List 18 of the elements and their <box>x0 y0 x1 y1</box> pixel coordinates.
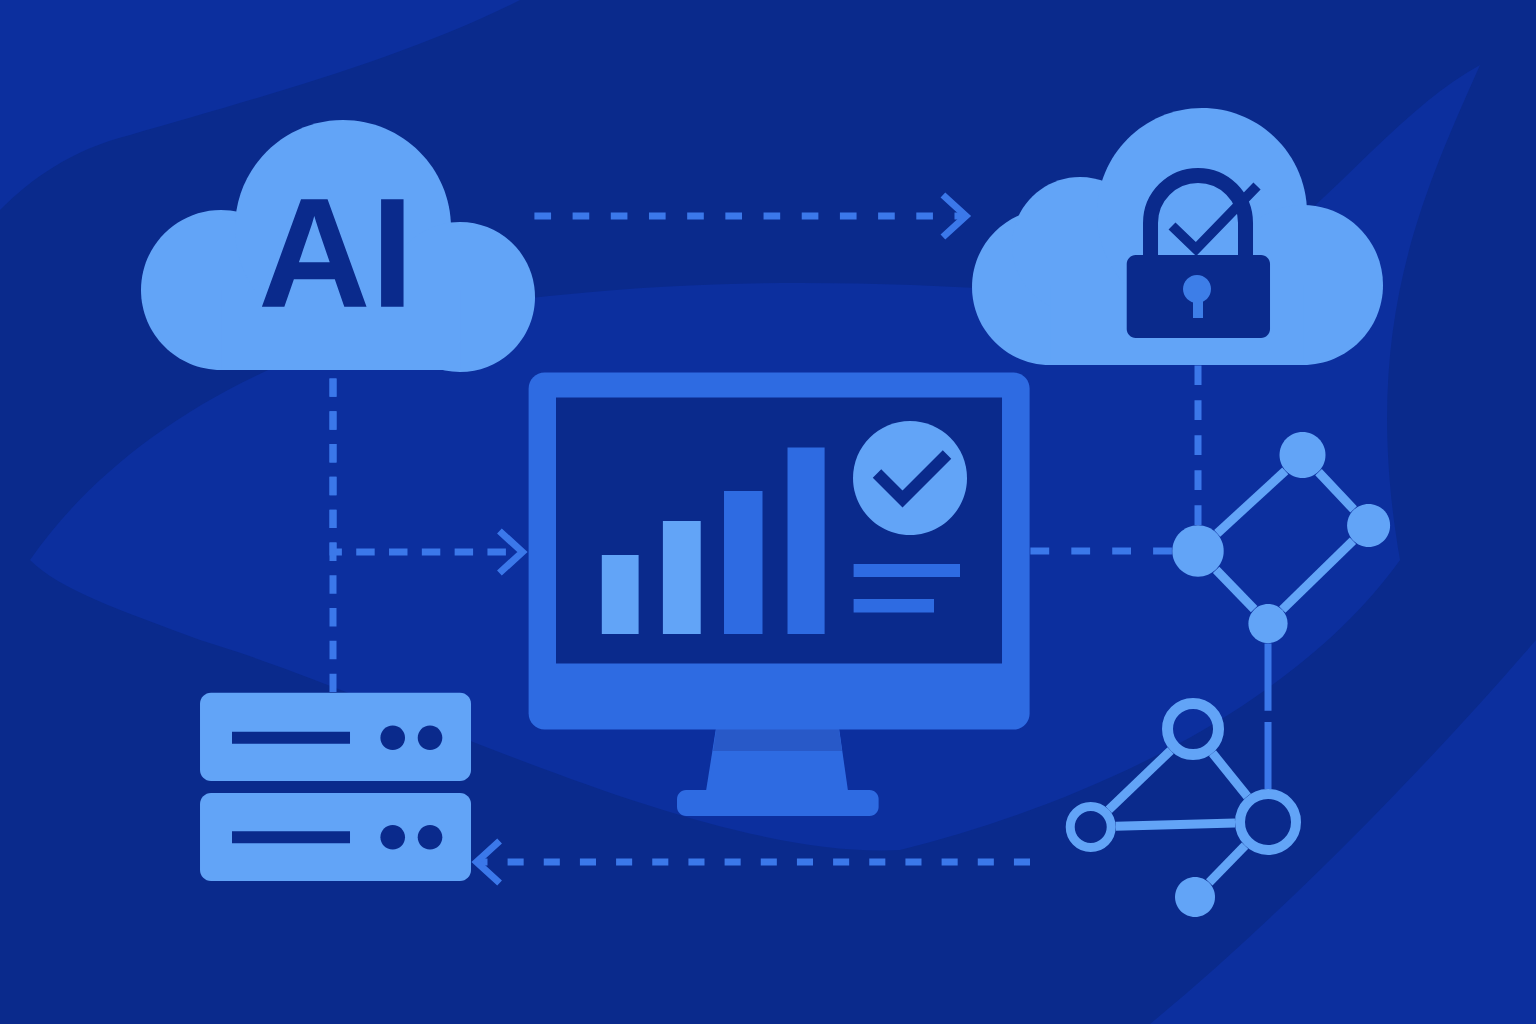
network-node <box>1162 698 1224 760</box>
network-node <box>1347 503 1391 547</box>
connector-line <box>1214 467 1289 537</box>
connector-line <box>1212 566 1258 613</box>
connector-line <box>1315 469 1357 513</box>
connector-line <box>1115 818 1236 831</box>
connector-line <box>1206 842 1249 886</box>
network-node <box>1175 877 1215 917</box>
network-node <box>1248 604 1288 644</box>
connector-line <box>1279 537 1357 613</box>
arrow <box>534 192 972 240</box>
connector-line <box>1208 750 1251 800</box>
network-node <box>1172 525 1224 577</box>
network-node <box>1065 802 1116 852</box>
connector-line <box>1105 747 1174 813</box>
network-node <box>1279 432 1326 478</box>
arrow <box>471 838 1030 886</box>
network-node <box>1235 789 1301 855</box>
